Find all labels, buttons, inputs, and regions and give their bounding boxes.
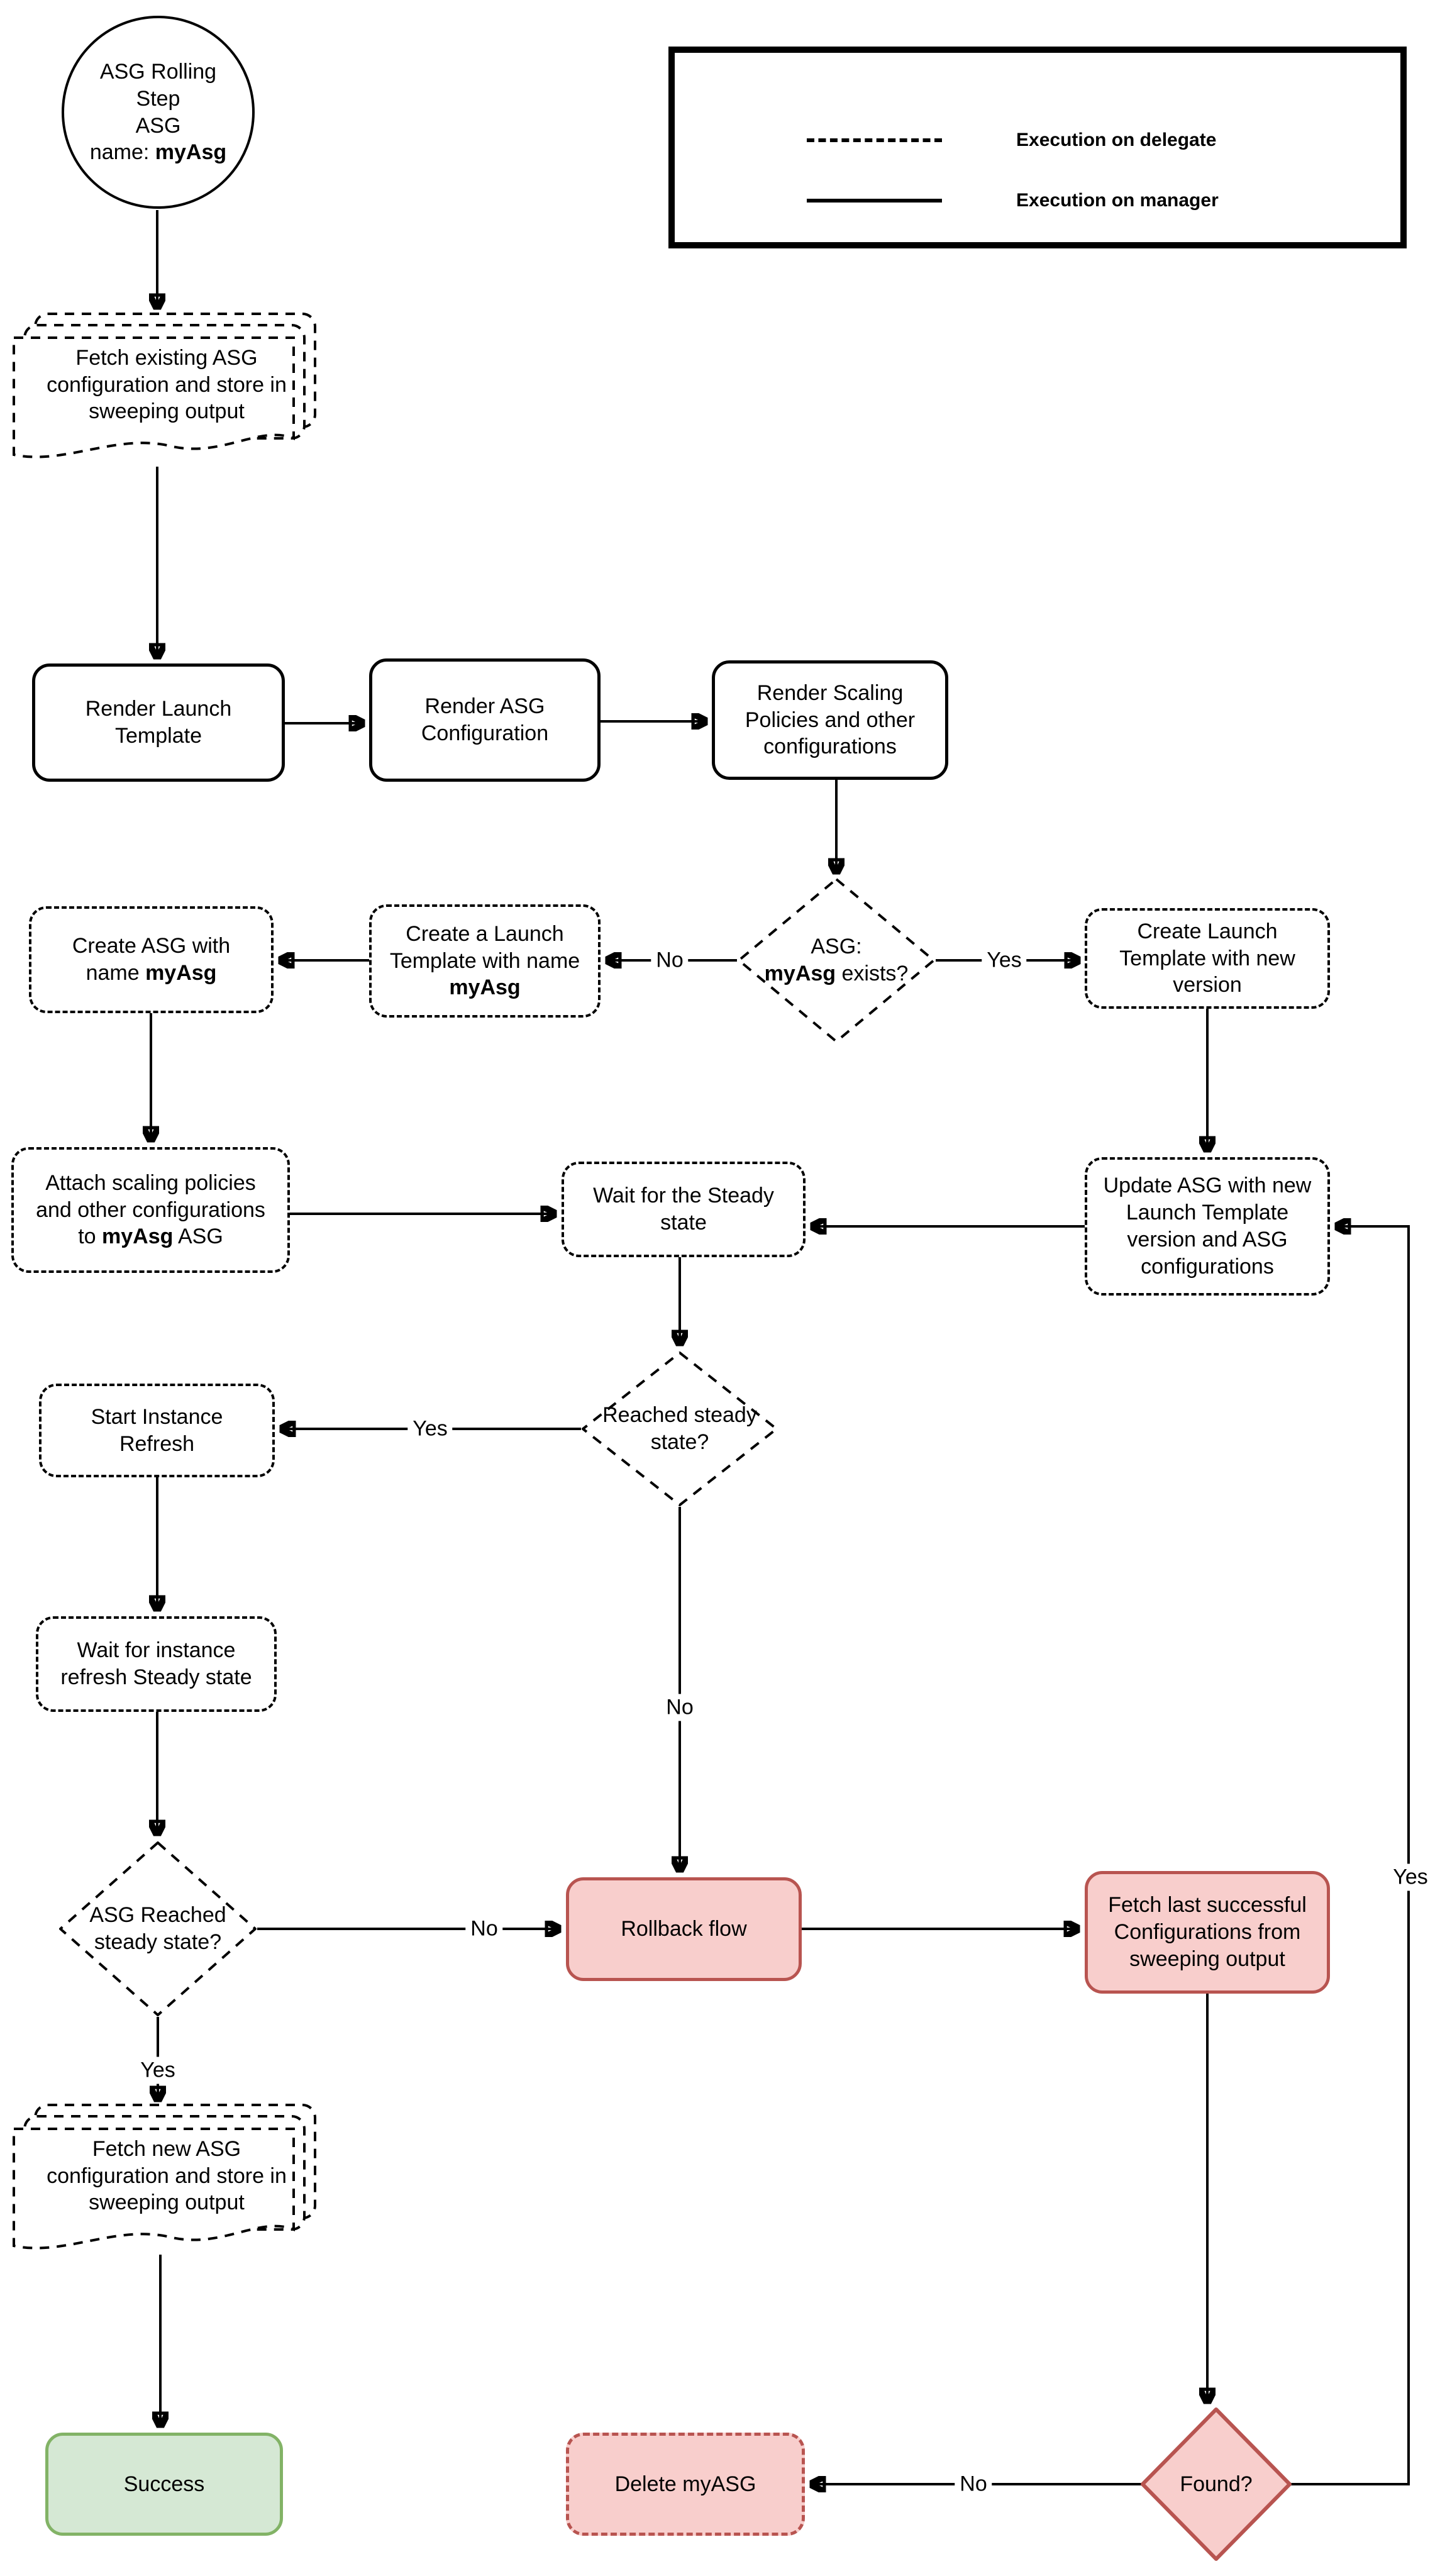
node-found-decision: Found? [1140, 2407, 1292, 2562]
attach-scaling-label: Attach scaling policies and other config… [36, 1170, 265, 1249]
node-create-launch-template-new-version: Create Launch Template with new version [1085, 908, 1330, 1009]
legend-label-manager: Execution on manager [1016, 190, 1219, 211]
node-asg-exists-decision: ASG:myAsg exists? [737, 877, 936, 1043]
node-fetch-new-config: Fetch new ASG configuration and store in… [13, 2104, 327, 2261]
legend-label-delegate: Execution on delegate [1016, 130, 1217, 150]
asg-reached-label: ASG Reached steady state? [89, 1903, 226, 1954]
node-create-launch-template-named: Create a Launch Template with name myAsg [369, 904, 601, 1018]
node-rollback-flow: Rollback flow [566, 1877, 802, 1981]
node-render-scaling-policies: Render Scaling Policies and other config… [712, 660, 948, 780]
fetch-existing-label: Fetch existing ASG configuration and sto… [47, 345, 287, 424]
create-launch-template-named-label: Create a Launch Template with name myAsg [389, 921, 580, 1000]
edge-found-yes-loop [1290, 1226, 1410, 2485]
node-wait-instance-refresh: Wait for instance refresh Steady state [36, 1616, 277, 1712]
diamond-shape [59, 1841, 257, 2016]
reached-steady-label: Reached steady state? [602, 1403, 757, 1454]
node-wait-for-steady-state: Wait for the Steady state [562, 1162, 806, 1257]
dashed-line-sample [807, 138, 942, 142]
fetch-new-label: Fetch new ASG configuration and store in… [47, 2136, 287, 2215]
node-asg-reached-steady-decision: ASG Reached steady state? [58, 1841, 257, 2017]
node-fetch-last-successful-config: Fetch last successful Configurations fro… [1085, 1871, 1330, 1994]
found-label: Found? [1180, 2472, 1253, 2496]
edge-label-reached-no: No [661, 1694, 699, 1721]
legend: Execution on delegate Execution on manag… [668, 47, 1407, 248]
document-stack-icon [13, 313, 316, 458]
asg-exists-label: ASG:myAsg exists? [764, 935, 909, 985]
node-reached-steady-state-decision: Reached steady state? [581, 1351, 778, 1507]
node-update-asg: Update ASG with new Launch Template vers… [1085, 1157, 1330, 1296]
diamond-shape [1141, 2407, 1292, 2561]
node-delete-myasg: Delete myASG [566, 2433, 805, 2536]
document-stack-icon [13, 2104, 316, 2250]
node-start-instance-refresh: Start Instance Refresh [39, 1384, 275, 1477]
edge-label-asg-exists-no: No [651, 947, 689, 974]
node-render-launch-template: Render Launch Template [32, 663, 285, 782]
solid-line-sample [807, 199, 942, 203]
create-asg-label: Create ASG with name myAsg [72, 934, 231, 985]
legend-row-manager: Execution on manager [807, 190, 1388, 211]
edge-label-found-no: No [955, 2470, 992, 2498]
edge-label-found-yes: Yes [1388, 1863, 1433, 1891]
node-success: Success [45, 2433, 283, 2536]
legend-row-delegate: Execution on delegate [807, 130, 1388, 151]
edge-label-asg-reached-no: No [465, 1915, 503, 1943]
node-fetch-existing-config: Fetch existing ASG configuration and sto… [13, 313, 327, 470]
edge-label-asg-reached-yes: Yes [135, 2057, 180, 2084]
start-label: ASG Rolling Step ASG name: myAsg [89, 59, 227, 165]
edge-label-reached-yes: Yes [407, 1415, 453, 1443]
node-attach-scaling-policies: Attach scaling policies and other config… [11, 1147, 290, 1273]
node-create-asg: Create ASG with name myAsg [29, 906, 274, 1013]
diamond-shape [582, 1352, 778, 1506]
edge-label-asg-exists-yes: Yes [982, 947, 1027, 974]
diamond-shape [738, 878, 935, 1043]
node-start: ASG Rolling Step ASG name: myAsg [62, 16, 255, 209]
node-render-asg-configuration: Render ASG Configuration [369, 658, 601, 782]
